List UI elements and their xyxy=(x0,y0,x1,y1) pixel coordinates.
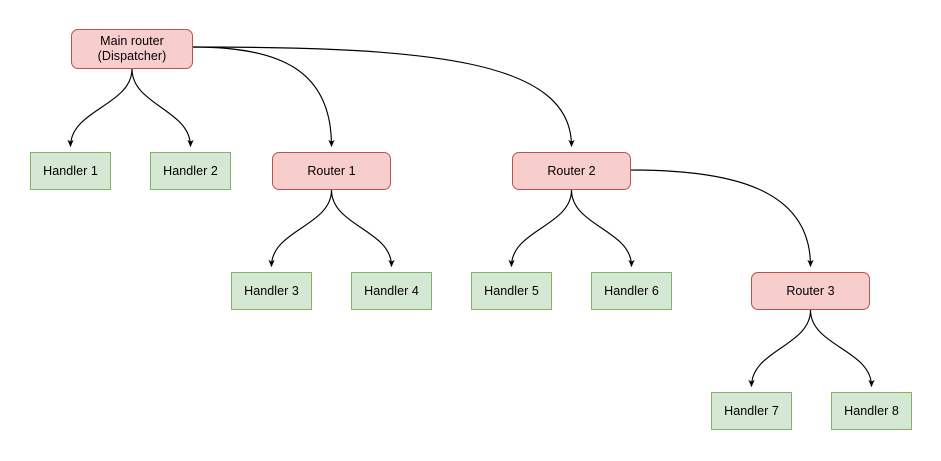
node-label-handler-4: Handler 4 xyxy=(364,283,419,298)
node-label-handler-5: Handler 5 xyxy=(484,283,539,298)
edge-router-3-to-handler-7 xyxy=(748,309,812,387)
node-handler-5[interactable]: Handler 5 xyxy=(471,272,552,310)
node-label-handler-2: Handler 2 xyxy=(163,163,218,178)
node-handler-6[interactable]: Handler 6 xyxy=(591,272,672,310)
node-label-handler-7: Handler 7 xyxy=(724,403,779,418)
edge-router-3-to-handler-8 xyxy=(809,309,875,387)
node-label-handler-1: Handler 1 xyxy=(43,163,98,178)
node-label-handler-3: Handler 3 xyxy=(244,283,299,298)
node-handler-2[interactable]: Handler 2 xyxy=(150,152,231,190)
node-handler-1[interactable]: Handler 1 xyxy=(30,152,111,190)
node-label-main-router: Main router (Dispatcher) xyxy=(97,34,167,63)
edge-router-1-to-handler-3 xyxy=(268,189,333,267)
edge-main-router-to-router-1 xyxy=(192,46,335,147)
node-handler-8[interactable]: Handler 8 xyxy=(831,392,912,430)
edge-main-router-to-handler-1 xyxy=(67,68,133,147)
edge-router-2-to-router-3 xyxy=(630,169,814,267)
node-router-2[interactable]: Router 2 xyxy=(512,152,631,190)
edge-router-1-to-handler-4 xyxy=(330,189,395,267)
node-handler-4[interactable]: Handler 4 xyxy=(351,272,432,310)
node-router-3[interactable]: Router 3 xyxy=(751,272,870,310)
node-handler-7[interactable]: Handler 7 xyxy=(711,392,792,430)
edge-router-2-to-handler-6 xyxy=(570,189,635,267)
edge-main-router-to-router-2 xyxy=(192,46,575,147)
node-label-router-1: Router 1 xyxy=(307,163,356,178)
edge-router-2-to-handler-5 xyxy=(508,189,573,267)
node-label-handler-6: Handler 6 xyxy=(604,283,659,298)
node-label-router-2: Router 2 xyxy=(547,163,596,178)
node-main-router[interactable]: Main router (Dispatcher) xyxy=(71,29,193,69)
node-label-router-3: Router 3 xyxy=(786,283,835,298)
node-router-1[interactable]: Router 1 xyxy=(272,152,391,190)
node-label-handler-8: Handler 8 xyxy=(844,403,899,418)
edge-main-router-to-handler-2 xyxy=(131,68,194,147)
node-handler-3[interactable]: Handler 3 xyxy=(231,272,312,310)
